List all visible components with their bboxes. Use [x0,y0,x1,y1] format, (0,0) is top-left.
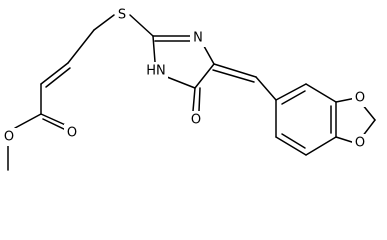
bond-benzene-inner-a [281,90,306,105]
imine-nitrogen-mask [190,29,206,47]
ester-ether-oxygen-label: O [4,130,14,145]
chemical-structure-diagram: S N HN O O O O O [1,6,376,171]
bond-alkene-methylene [67,29,95,64]
carbonyl-oxygen-label: O [191,113,201,128]
imine-nitrogen-label: N [193,31,203,46]
bond-alkene-double-a [40,62,69,85]
ester-carbonyl-oxygen-mask [64,124,80,142]
dioxole-oxygen-lower-mask [352,134,368,152]
atom-label-layer: S N HN O O O O O [1,6,368,152]
amine-label: HN [146,64,166,79]
sulfur-label: S [118,8,126,23]
bond-benzene-4-5 [305,136,337,156]
bond-oxygen-carbonyl [14,113,42,129]
bond-c4-c5 [194,63,215,89]
dioxole-oxygen-lower-label: O [355,136,365,151]
bond-exocyclic-double-a [213,63,257,78]
bond-benzene-1-2 [275,83,307,101]
bond-alkene-double-b [45,67,71,88]
bond-methylene-sulfur [93,14,115,31]
bond-benzene-inner-c [281,133,306,149]
carbonyl-oxygen-mask [188,111,204,129]
bond-lactam-carbonyl-double-b [198,87,201,112]
bond-sulfur-ring [129,14,154,37]
bond-layer [7,14,376,171]
bond-ester-carbonyl-double-b [42,118,69,132]
ester-carbonyl-oxygen-label: O [67,126,77,141]
amine-mask [143,62,168,80]
bond-n1-c2 [152,35,156,63]
bond-exocyclic-double-b [212,69,255,83]
dioxole-oxygen-upper-label: O [355,91,365,106]
bond-c5-n1 [166,76,196,89]
bond-benzene-2-3 [305,83,337,103]
dioxole-oxygen-upper-mask [352,89,368,107]
ester-ether-oxygen-mask [1,128,17,146]
bond-dioxole-lower-o [335,136,356,144]
sulfur-mask [115,6,129,24]
bond-methine-benzene [255,76,277,101]
bond-lactam-carbonyl-double-a [192,87,196,112]
bond-benzene-5-6 [275,136,307,156]
